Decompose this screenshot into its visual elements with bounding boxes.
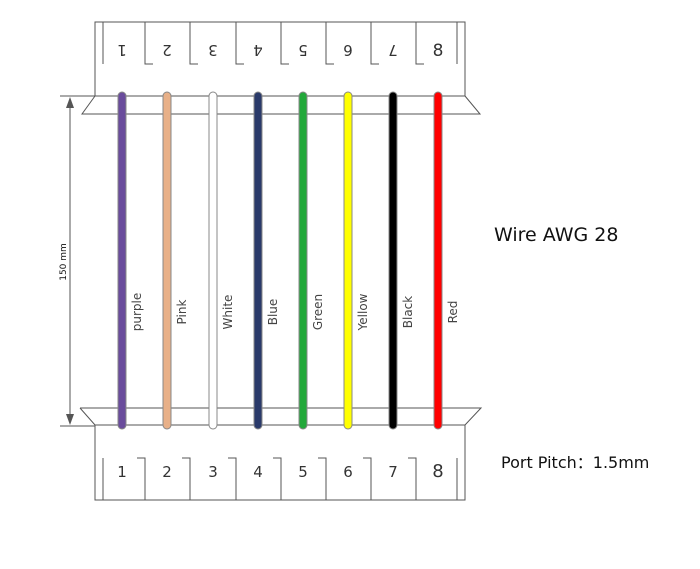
bottom-cell-divider bbox=[408, 457, 417, 500]
top-pin-number: 6 bbox=[343, 41, 353, 59]
top-cell-divider bbox=[280, 22, 289, 65]
wire-black: Black bbox=[388, 91, 415, 430]
top-cell-divider bbox=[370, 22, 379, 65]
bottom-pin-number: 4 bbox=[253, 463, 263, 481]
top-pin-number: 1 bbox=[117, 41, 127, 59]
top-pin-number: 8 bbox=[433, 41, 444, 61]
top-cell-divider bbox=[415, 22, 424, 65]
bottom-cell-divider bbox=[182, 457, 191, 500]
top-pin-number: 3 bbox=[208, 41, 218, 59]
wire-color-label: Black bbox=[401, 296, 415, 329]
length-label: 150 mm bbox=[59, 243, 69, 281]
bottom-cell-divider bbox=[273, 457, 282, 500]
bottom-pin-number: 2 bbox=[162, 463, 172, 481]
top-pin-number: 5 bbox=[298, 41, 308, 59]
top-pin-number: 4 bbox=[253, 41, 263, 59]
bottom-cell-divider bbox=[228, 457, 237, 500]
top-cell-divider bbox=[235, 22, 244, 65]
arrow-up-icon bbox=[66, 97, 74, 108]
bottom-pin-number: 3 bbox=[208, 463, 218, 481]
wire-color-label: Yellow bbox=[356, 293, 370, 331]
wire-red: Red bbox=[433, 91, 460, 430]
wire-gauge-label: Wire AWG 28 bbox=[494, 224, 618, 246]
bottom-cell-divider bbox=[363, 457, 372, 500]
top-pin-number: 2 bbox=[162, 41, 172, 59]
bottom-pin-number: 6 bbox=[343, 463, 353, 481]
wire-color-label: Blue bbox=[266, 299, 280, 326]
wire-white: White bbox=[208, 91, 235, 430]
top-pin-number: 7 bbox=[388, 41, 398, 59]
wire-yellow: Yellow bbox=[343, 91, 370, 430]
length-dimension: 150 mm bbox=[59, 95, 95, 427]
wire-group: purple Pink White Blue Green Yellow Black Red bbox=[117, 91, 460, 430]
wire-color-label: Red bbox=[446, 301, 460, 324]
wire-purple: purple bbox=[117, 91, 144, 430]
wire-color-label: Pink bbox=[175, 300, 189, 325]
bottom-cell-divider bbox=[137, 457, 146, 500]
bottom-pin-number: 8 bbox=[432, 461, 443, 482]
top-connector: 1 2 3 4 5 6 7 8 bbox=[81, 21, 482, 115]
top-cell-divider bbox=[189, 22, 198, 65]
wire-blue: Blue bbox=[253, 91, 280, 430]
bottom-connector: 1 2 3 4 5 6 7 8 bbox=[79, 407, 483, 501]
wire-color-label: Green bbox=[311, 294, 325, 330]
top-cell-divider bbox=[325, 22, 334, 65]
arrow-down-icon bbox=[66, 414, 74, 425]
wire-green: Green bbox=[298, 91, 325, 430]
wire-color-label: White bbox=[221, 295, 235, 330]
bottom-cell-divider bbox=[318, 457, 327, 500]
wire-pink: Pink bbox=[162, 91, 189, 430]
bottom-pin-number: 7 bbox=[388, 463, 398, 481]
port-pitch-label: Port Pitch：1.5mm bbox=[501, 453, 649, 472]
top-cell-divider bbox=[144, 22, 153, 65]
wire-color-label: purple bbox=[130, 293, 144, 332]
bottom-pin-number: 5 bbox=[298, 463, 308, 481]
bottom-pin-number: 1 bbox=[117, 463, 127, 481]
